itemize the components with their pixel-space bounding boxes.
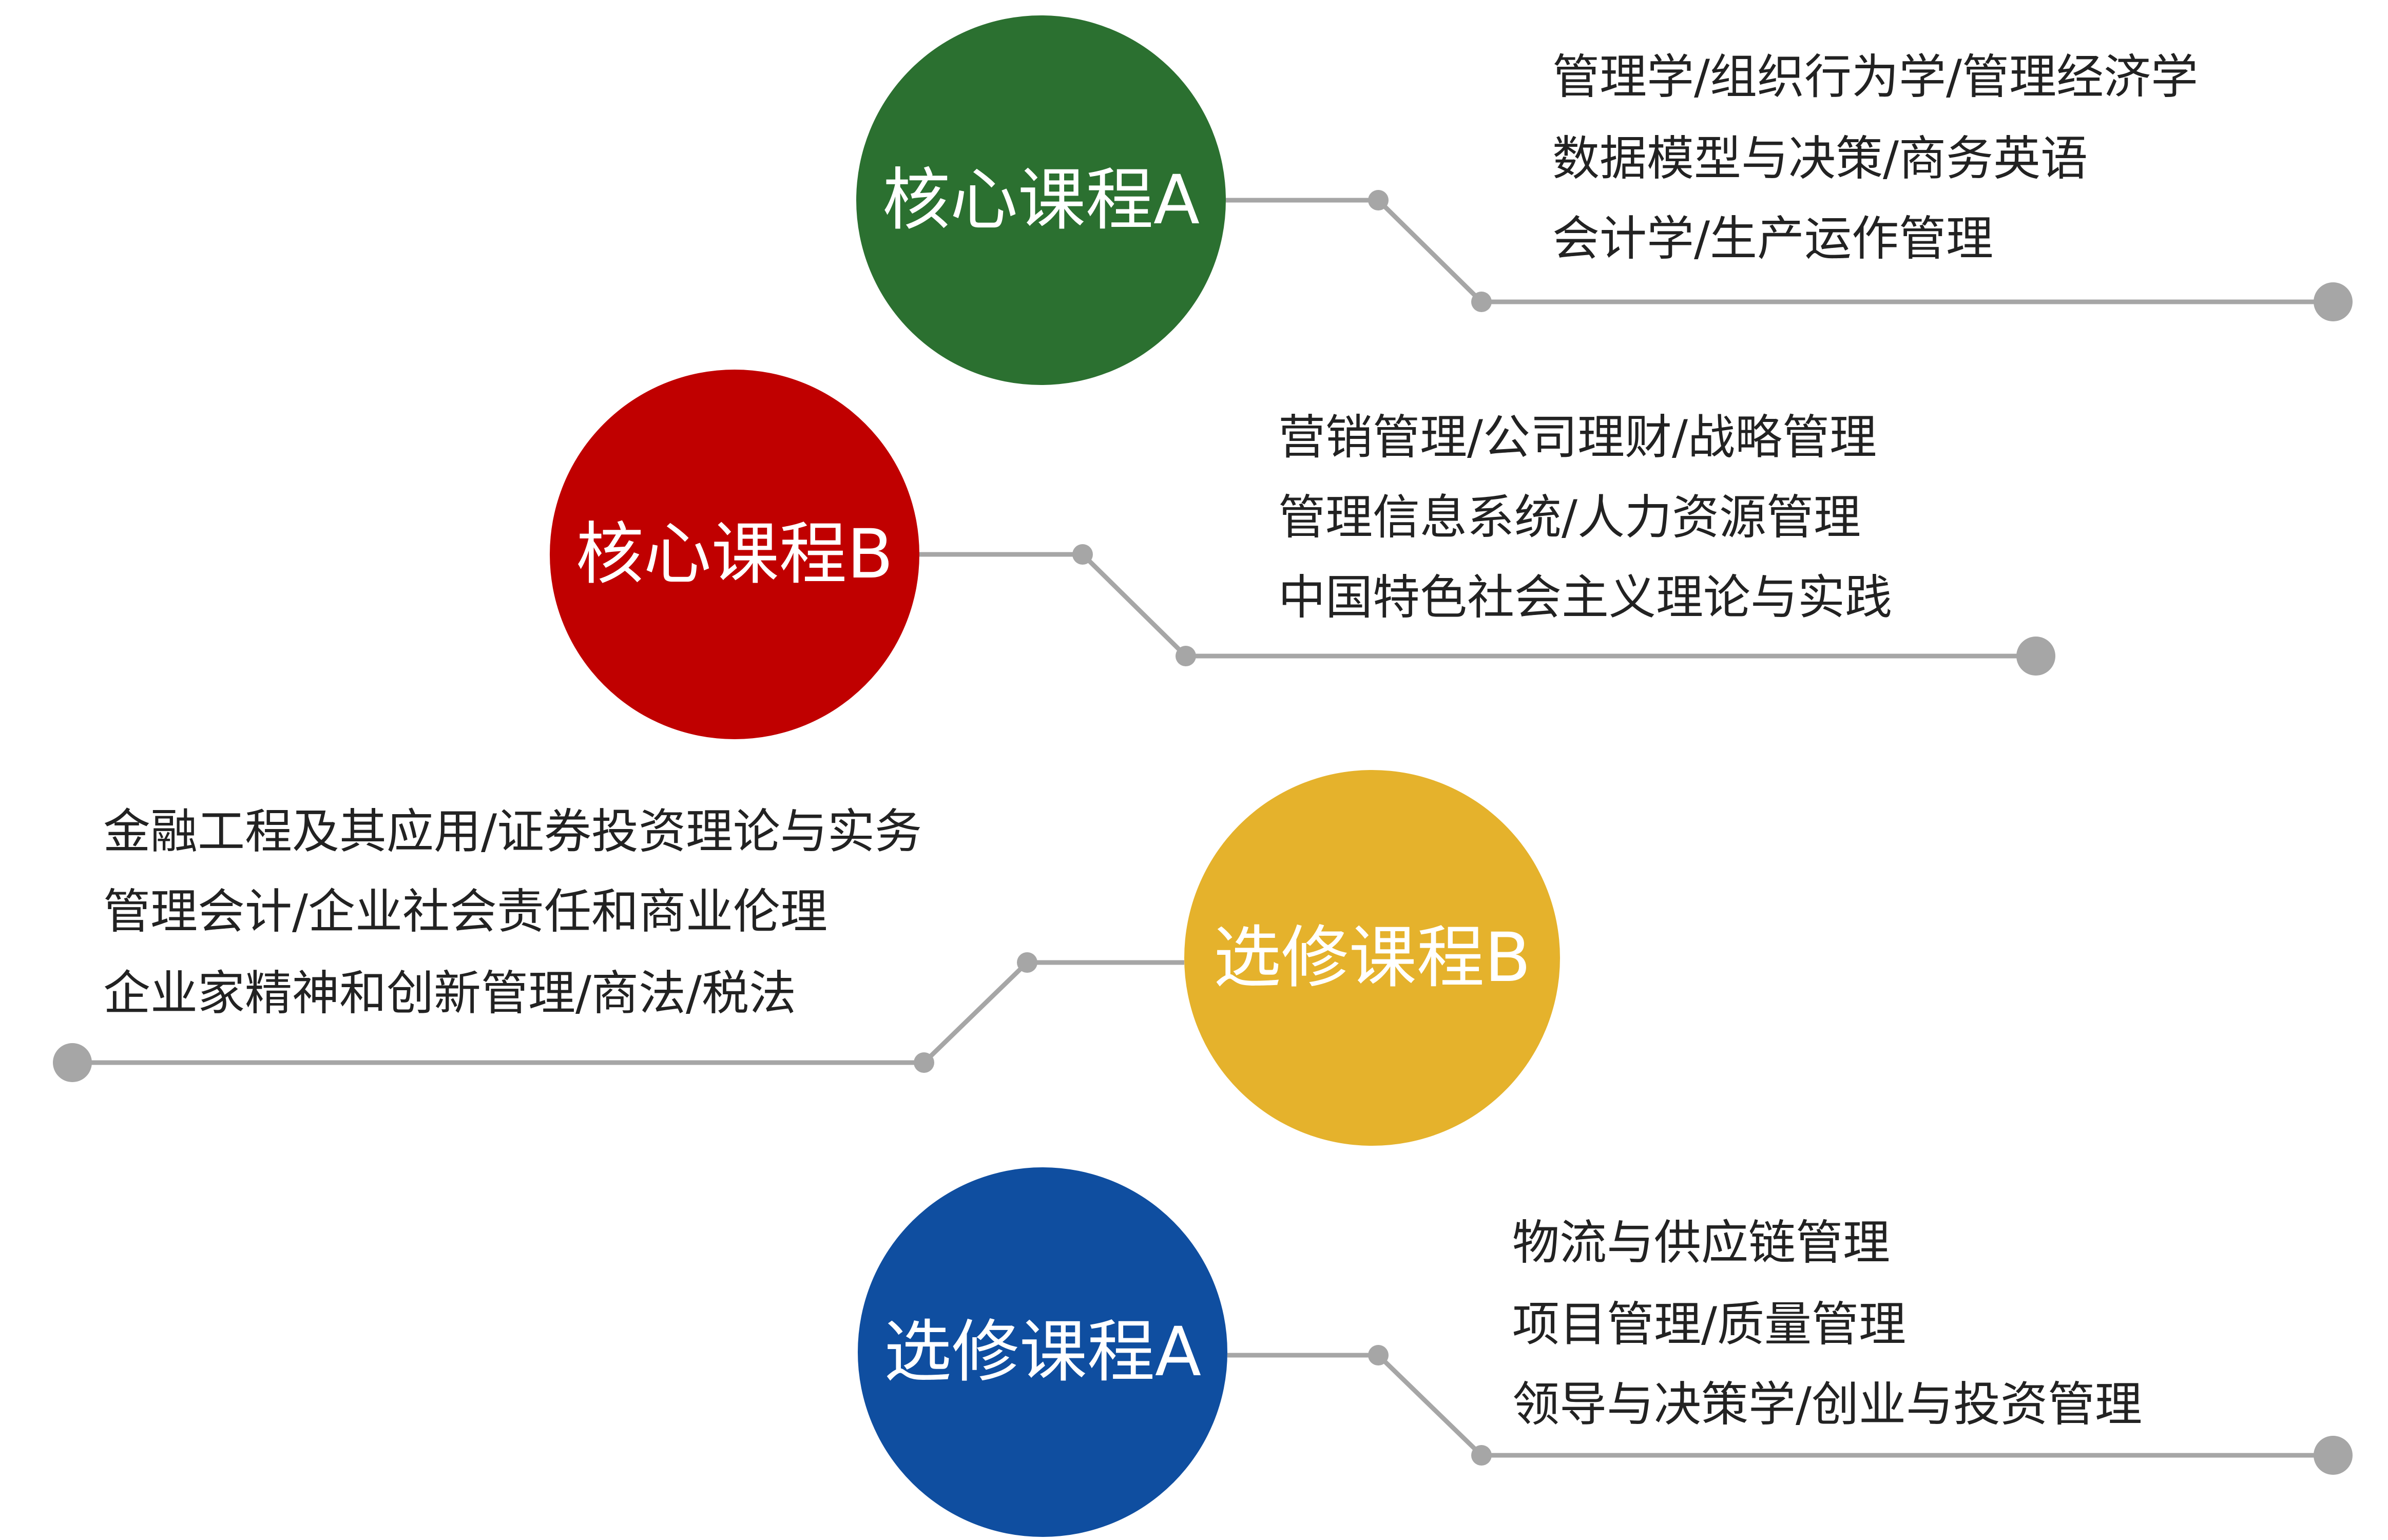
elective-course-a-group: 选修课程A 物流与供应链管理 项目管理/质量管理 领导与决策学/创业与投资管理 <box>858 1167 2353 1537</box>
course-item: 企业家精神和创新管理/商法/税法 <box>103 966 796 1021</box>
course-item: 中国特色社会主义理论与实践 <box>1278 570 1892 625</box>
course-item: 管理学/组织行为学/管理经济学 <box>1552 50 2198 105</box>
course-item: 物流与供应链管理 <box>1512 1216 1890 1270</box>
connector-end-dot <box>2314 282 2353 321</box>
core-course-a-label: 核心课程A <box>882 161 1200 240</box>
elective-course-b-group: 选修课程B 金融工程及其应用/证券投资理论与实务 管理会计/企业社会责任和商业伦… <box>53 770 1560 1146</box>
elective-course-a-label: 选修课程A <box>884 1313 1201 1392</box>
connector-node <box>1471 292 1492 312</box>
connector-node <box>1471 1445 1492 1466</box>
course-item: 会计学/生产运作管理 <box>1552 211 1993 266</box>
core-course-a-circle <box>856 15 1226 385</box>
connector-end-dot <box>53 1043 92 1082</box>
core-course-b-label: 核心课程B <box>576 515 894 594</box>
course-item: 管理会计/企业社会责任和商业伦理 <box>103 884 827 939</box>
connector-node <box>1072 544 1093 565</box>
course-item: 领导与决策学/创业与投资管理 <box>1512 1377 2142 1432</box>
connector-node <box>1368 190 1389 210</box>
elective-course-b-circle <box>1184 770 1560 1146</box>
connector-line <box>1227 1353 2333 1458</box>
course-item: 数据模型与决策/商务英语 <box>1552 131 2088 186</box>
core-course-b-group: 核心课程B 营销管理/公司理财/战略管理 管理信息系统/人力资源管理 中国特色社… <box>550 370 2055 739</box>
connector-node <box>1368 1345 1389 1365</box>
course-item: 管理信息系统/人力资源管理 <box>1278 490 1861 545</box>
core-course-b-circle <box>550 370 919 739</box>
elective-course-b-label: 选修课程B <box>1214 918 1531 997</box>
course-item: 营销管理/公司理财/战略管理 <box>1278 410 1877 465</box>
connector-line <box>1226 198 2333 304</box>
connector-line <box>72 960 1184 1065</box>
connector-line <box>918 552 2036 659</box>
connector-node <box>914 1052 934 1073</box>
connector-node <box>1017 952 1037 973</box>
connector-end-dot <box>2016 637 2055 676</box>
connector-node <box>1176 646 1196 666</box>
course-item: 项目管理/质量管理 <box>1512 1297 1906 1352</box>
connector-end-dot <box>2314 1436 2353 1475</box>
elective-course-a-circle <box>858 1167 1227 1537</box>
course-item: 金融工程及其应用/证券投资理论与实务 <box>103 804 922 859</box>
core-course-a-group: 核心课程A 管理学/组织行为学/管理经济学 数据模型与决策/商务英语 会计学/生… <box>856 15 2353 385</box>
